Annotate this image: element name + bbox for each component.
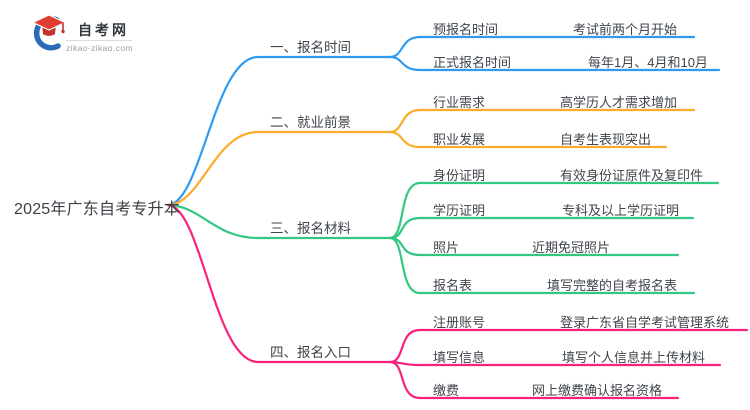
branch-2-edges bbox=[166, 108, 696, 207]
branch-1-leaf-edge bbox=[388, 55, 721, 72]
leaf-label: 行业需求 bbox=[433, 95, 486, 110]
branch-2-main-edge bbox=[166, 130, 392, 207]
leaf-label: 缴费 bbox=[433, 383, 460, 398]
logo-divider bbox=[66, 40, 132, 41]
leaf-label: 身份证明 bbox=[433, 168, 486, 183]
leaf-value: 自考生表现突出 bbox=[560, 132, 652, 147]
branch-4-edges bbox=[166, 203, 749, 400]
branch-4-main-edge bbox=[166, 203, 392, 364]
branch-3-leaf-edge bbox=[388, 236, 696, 295]
branch-1-main-edge bbox=[166, 55, 392, 207]
branch-4-leaf-edge bbox=[388, 360, 680, 400]
leaf-label: 正式报名时间 bbox=[433, 55, 512, 70]
leaf-label: 职业发展 bbox=[433, 132, 486, 147]
branch-2-leaf-edge bbox=[388, 108, 696, 134]
leaf-value: 高学历人才需求增加 bbox=[560, 95, 678, 110]
leaf-label: 填写信息 bbox=[433, 350, 486, 365]
leaf-value: 填写个人信息并上传材料 bbox=[562, 350, 706, 365]
site-name: 自考网 bbox=[78, 22, 129, 38]
branch-3-edges bbox=[166, 181, 720, 295]
leaf-label: 照片 bbox=[433, 240, 460, 255]
branch-3-leaf-edge bbox=[388, 181, 720, 240]
branch-1-edges bbox=[166, 35, 721, 207]
leaf-value: 填写完整的自考报名表 bbox=[547, 278, 678, 293]
root-node-title: 2025年广东自考专升本 bbox=[14, 201, 180, 218]
leaf-label: 报名表 bbox=[433, 278, 473, 293]
branch-node-4: 四、报名入口 bbox=[270, 345, 351, 360]
site-logo: 自考网 zikao-zikao.com bbox=[26, 11, 176, 53]
branch-node-1: 一、报名时间 bbox=[270, 40, 351, 55]
leaf-label: 预报名时间 bbox=[433, 22, 499, 37]
leaf-value: 专科及以上学历证明 bbox=[562, 203, 680, 218]
branch-node-2: 二、就业前景 bbox=[270, 115, 351, 130]
leaf-value: 考试前两个月开始 bbox=[573, 22, 678, 37]
branch-node-3: 三、报名材料 bbox=[270, 221, 351, 236]
leaf-value: 近期免冠照片 bbox=[532, 240, 611, 255]
site-domain: zikao-zikao.com bbox=[66, 43, 133, 53]
branch-2-leaf-edge bbox=[388, 130, 668, 149]
leaf-label: 注册账号 bbox=[433, 315, 486, 330]
leaf-value: 登录广东省自学考试管理系统 bbox=[560, 315, 730, 330]
leaf-value: 每年1月、4月和10月 bbox=[588, 55, 708, 70]
leaf-value: 网上缴费确认报名资格 bbox=[532, 383, 663, 398]
branch-3-main-edge bbox=[166, 203, 392, 240]
leaf-value: 有效身份证原件及复印件 bbox=[560, 168, 704, 183]
branch-4-leaf-edge bbox=[388, 328, 749, 364]
leaf-label: 学历证明 bbox=[433, 203, 486, 218]
branch-3-leaf-edge bbox=[388, 216, 695, 240]
graduation-cap-icon bbox=[31, 14, 67, 51]
